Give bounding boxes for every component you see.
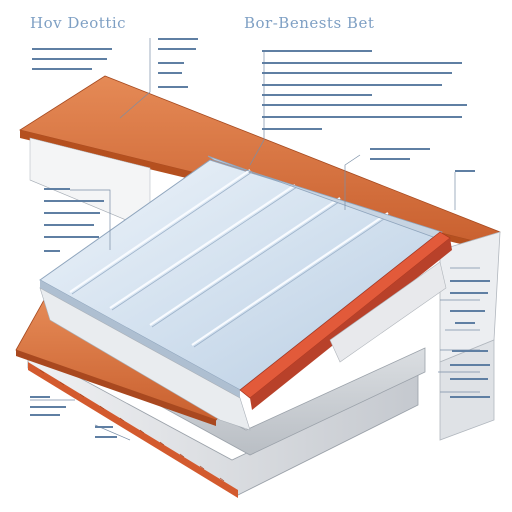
diagram-title-left: Hov Deottic xyxy=(30,14,127,32)
right-wall-section xyxy=(439,231,501,441)
diagram-title-right: Bor-Benests Bet xyxy=(244,14,375,32)
panel-seams xyxy=(69,169,389,346)
panel-front-edge xyxy=(40,280,240,398)
base-red-edge xyxy=(28,362,238,498)
panel-ridge-cap xyxy=(207,155,443,239)
standing-seam-panel-roof xyxy=(39,155,443,431)
base-edge-hatching xyxy=(39,369,225,482)
red-flashing-strip xyxy=(239,231,452,410)
panel-drip-membrane xyxy=(39,287,251,431)
annotation-text-lines xyxy=(30,38,490,438)
